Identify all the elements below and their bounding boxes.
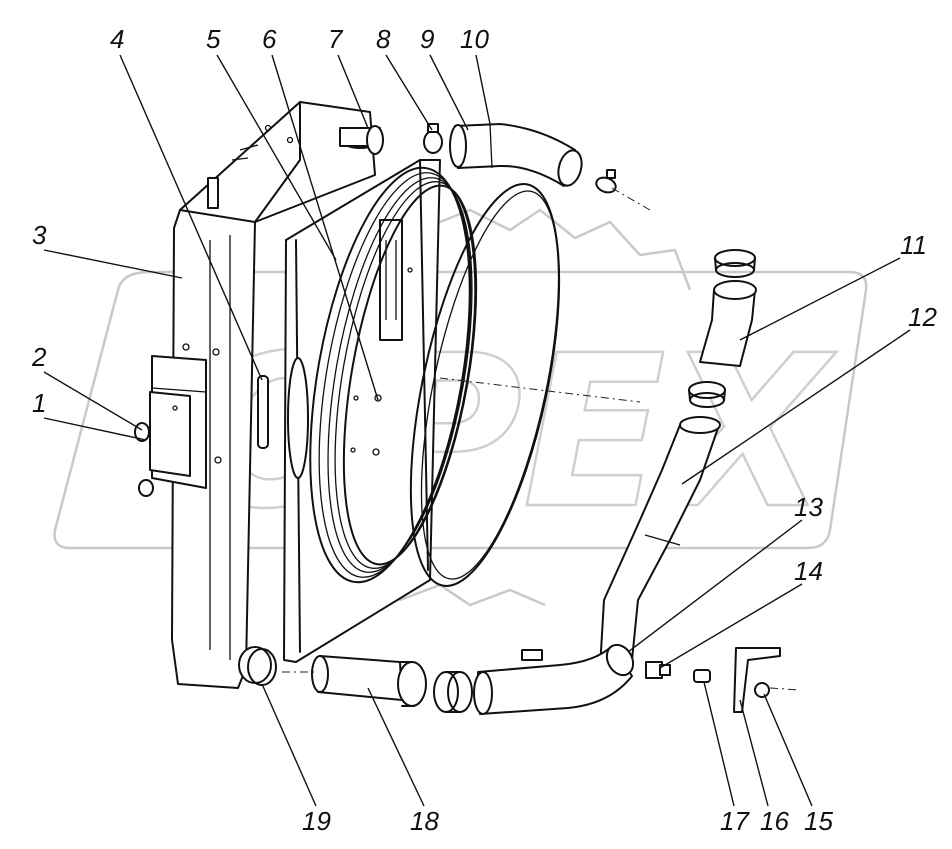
callout-2: 2 [31,342,47,372]
callout-7: 7 [328,24,344,54]
drain-bolt [693,669,711,683]
shroud-side-cutout [287,357,309,479]
right-hose-parts [599,249,757,669]
callout-1: 1 [32,388,46,418]
callout-3: 3 [32,220,47,250]
callout-18: 18 [410,806,439,836]
fan-shroud [257,159,441,663]
callout-11: 11 [900,230,927,260]
callout-5: 5 [206,24,221,54]
filler-neck [339,125,384,155]
callout-19: 19 [302,806,331,836]
sensor-cover [134,343,222,497]
fan-rings [309,166,561,587]
callout-4: 4 [110,24,124,54]
tube-end-collar [397,661,427,707]
lower-hose-clamp [605,643,635,677]
upper-clamp [423,130,443,154]
leader-lines [43,54,911,807]
vent-plug [207,177,219,209]
intermediate-tube [317,655,403,701]
callout-6: 6 [262,24,277,54]
callout-17: 17 [720,806,750,836]
center-lines [282,187,801,691]
callout-12: 12 [908,302,937,332]
callout-15: 15 [804,806,833,836]
bolt [521,649,543,661]
callout-8: 8 [376,24,391,54]
callout-13: 13 [794,492,823,522]
callout-labels: 1 2 3 4 5 6 7 8 9 10 11 12 13 14 15 16 1… [31,24,937,836]
upper-hose [423,123,617,194]
coupling-sleeve [433,671,459,713]
callout-10: 10 [460,24,489,54]
callout-16: 16 [760,806,789,836]
side-slot [257,375,269,449]
upper-hose-body [454,123,576,187]
lower-tube [238,646,427,707]
drain-fittings [645,647,781,713]
lower-hose [433,643,635,715]
mounting-bracket [733,647,781,713]
filler-cap [366,125,384,155]
lower-hose-elbow [477,645,633,715]
watermark-frame [53,270,868,550]
callout-9: 9 [420,24,434,54]
callout-14: 14 [794,556,823,586]
fan-guard-ring [409,183,561,587]
fan-ring-outer [309,166,471,584]
nut [754,682,770,698]
